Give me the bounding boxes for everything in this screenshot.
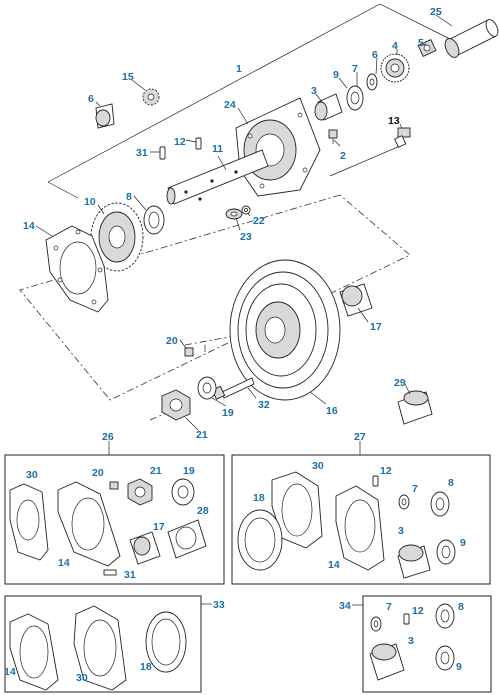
callout-13: 13 — [388, 115, 400, 127]
ring-part — [143, 205, 165, 235]
kit-27-item-3: 3 — [398, 525, 404, 537]
callout-1: 1 — [236, 63, 242, 75]
kit-27-item-14: 14 — [328, 559, 340, 571]
kit-27-label: 27 — [354, 431, 366, 443]
sleeve-part — [444, 19, 499, 58]
callout-12: 12 — [174, 136, 186, 148]
small-gear-part — [380, 53, 410, 83]
callout-15: 15 — [122, 71, 134, 83]
callout-4: 4 — [392, 40, 398, 52]
pin-part — [195, 137, 202, 150]
callout-29: 29 — [394, 377, 406, 389]
spacer-part — [346, 85, 364, 111]
bolt-part — [394, 127, 411, 148]
large-gear-part — [90, 202, 144, 272]
flat-washer-part — [197, 376, 217, 400]
kit-27-item-12: 12 — [380, 465, 392, 477]
kit-26-item-30: 30 — [26, 469, 38, 481]
callout-8: 8 — [126, 191, 132, 203]
kit-27-item-18: 18 — [253, 492, 265, 504]
kit-34-label: 34 — [339, 600, 351, 612]
gasket-part — [45, 225, 109, 313]
kit-33-label: 33 — [213, 599, 225, 611]
leader-lines — [35, 14, 453, 431]
callout-11: 11 — [212, 143, 223, 155]
kit-26-box — [4, 441, 225, 585]
sprocket-part — [142, 88, 160, 106]
screw-part — [211, 377, 255, 400]
kit-26-item-20: 20 — [92, 467, 104, 479]
shaft-part — [166, 149, 269, 205]
callout-32: 32 — [258, 399, 270, 411]
kit-26-item-17: 17 — [153, 521, 165, 533]
callout-21: 21 — [196, 429, 208, 441]
callout-31: 31 — [136, 147, 148, 159]
kit-26-item-28: 28 — [197, 505, 209, 517]
kit-33-item-30: 30 — [76, 672, 88, 684]
kit-34-item-3: 3 — [408, 635, 414, 647]
kit-26-item-21: 21 — [150, 465, 162, 477]
callout-23: 23 — [240, 231, 252, 243]
kit-27-box — [231, 441, 491, 585]
housing-part — [235, 97, 321, 197]
callout-19: 19 — [222, 407, 234, 419]
bushing-part — [314, 93, 343, 121]
callout-20: 20 — [166, 335, 178, 347]
callout-2: 2 — [340, 150, 346, 162]
kit-26-label: 26 — [102, 431, 114, 443]
callout-16: 16 — [326, 405, 338, 417]
kit-26-item-14: 14 — [58, 557, 70, 569]
collar-part — [339, 283, 373, 317]
kit-34-item-12: 12 — [412, 605, 424, 617]
assembly-outline — [47, 3, 453, 199]
kit-27-item-9: 9 — [460, 537, 466, 549]
fastener-part — [241, 205, 251, 215]
kit-27-item-7: 7 — [412, 483, 418, 495]
callout-5: 5 — [418, 37, 424, 49]
bolt-small-part — [328, 129, 338, 144]
cylinder-part — [95, 103, 115, 129]
kit-26-item-19: 19 — [183, 465, 195, 477]
callout-14: 14 — [23, 220, 35, 232]
callout-17: 17 — [370, 321, 382, 333]
pulley-part — [229, 259, 341, 401]
kit-33-box — [4, 595, 212, 693]
kit-26-item-31: 31 — [124, 569, 136, 581]
callout-6b: 6 — [88, 93, 94, 105]
callout-25: 25 — [430, 6, 442, 18]
kit-34-box — [352, 595, 492, 693]
key-part — [184, 347, 194, 357]
kit-34-item-7: 7 — [386, 601, 392, 613]
washer-part — [366, 73, 378, 91]
kit-34-item-9: 9 — [456, 661, 462, 673]
nut-part — [417, 39, 437, 57]
kit-33-item-14: 14 — [4, 666, 16, 678]
bolt-flange-part — [225, 208, 243, 220]
callout-24: 24 — [224, 99, 236, 111]
callout-3: 3 — [311, 85, 317, 97]
kit-34-item-8: 8 — [458, 601, 464, 613]
bushing-large-part — [397, 390, 433, 425]
kit-27-item-8: 8 — [448, 477, 454, 489]
callout-7: 7 — [352, 63, 358, 75]
hex-nut-part — [161, 389, 191, 421]
callout-22: 22 — [253, 215, 265, 227]
kit-33-item-18: 18 — [140, 661, 152, 673]
callout-labels: 25 5 4 6 7 9 1 3 24 15 6 13 12 2 11 31 8… — [4, 6, 466, 684]
dowel-part — [159, 146, 166, 160]
callout-10: 10 — [84, 196, 96, 208]
callout-9: 9 — [333, 69, 339, 81]
callout-6: 6 — [372, 49, 378, 61]
kit-27-item-30: 30 — [312, 460, 324, 472]
